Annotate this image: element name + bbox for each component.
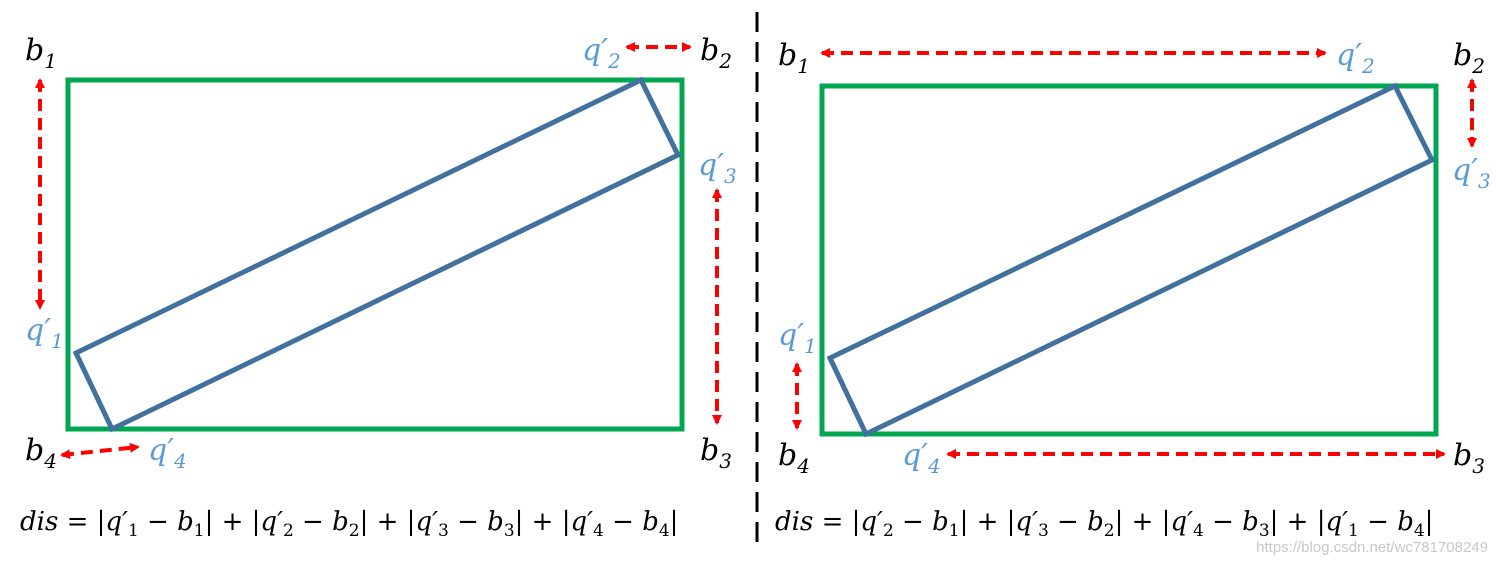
- left-arrow-b4-q4: [60, 442, 140, 460]
- right-label-q3: q′3: [1452, 153, 1491, 193]
- right-label-q4: q′4: [902, 438, 941, 478]
- left-rotated-box: [72, 76, 682, 433]
- right-label-q1: q′1: [778, 318, 817, 358]
- right-label-b1: b1: [778, 38, 810, 78]
- left-label-q1: q′1: [25, 313, 64, 353]
- right-label-b4: b4: [778, 438, 810, 478]
- left-label-b1: b1: [25, 33, 57, 73]
- right-rotated-box: [826, 82, 1436, 438]
- left-label-q3: q′3: [698, 148, 737, 188]
- left-label-b3: b3: [700, 433, 732, 473]
- right-panel: b1 b2 b3 b4 q′1 q′2 q′3 q′4 dis = |q′2 −…: [775, 38, 1491, 541]
- left-label-q2: q′2: [582, 33, 621, 73]
- left-label-q4: q′4: [148, 433, 187, 473]
- right-formula: dis = |q′2 − b1| + |q′3 − b2| + |q′4 − b…: [775, 507, 1433, 541]
- right-label-b2: b2: [1453, 38, 1485, 78]
- right-bounding-box: [819, 83, 1439, 437]
- watermark: https://blog.csdn.net/wc781708249: [1256, 539, 1488, 556]
- right-label-q2: q′2: [1336, 38, 1375, 78]
- left-panel: b1 b2 b3 b4 q′1 q′2 q′3 q′4 dis = |q′1 −…: [20, 33, 737, 541]
- left-label-b2: b2: [700, 33, 732, 73]
- left-bounding-box: [65, 77, 685, 432]
- left-label-b4: b4: [25, 433, 57, 473]
- left-formula: dis = |q′1 − b1| + |q′2 − b2| + |q′3 − b…: [20, 507, 678, 541]
- right-label-b3: b3: [1453, 438, 1485, 478]
